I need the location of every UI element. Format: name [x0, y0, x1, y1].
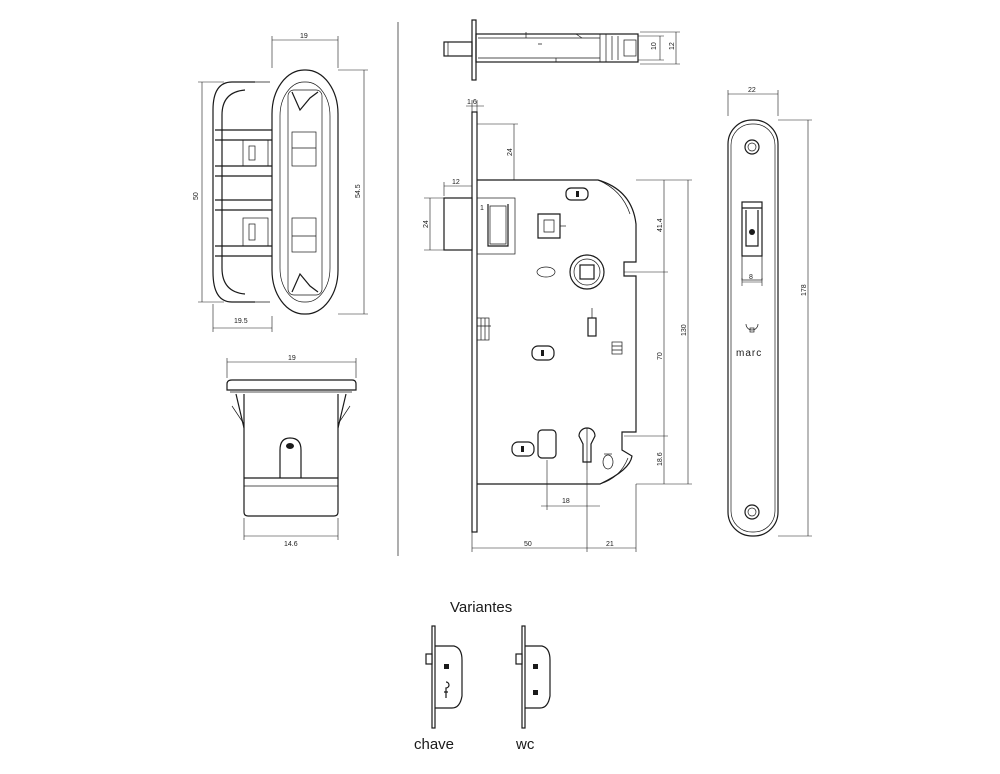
dim-square-size: 8	[749, 274, 753, 281]
variant-label-chave: chave	[414, 736, 454, 753]
dim-bolt-offset-top: 24	[507, 148, 514, 156]
dim-latch-bottom-base: 14.6	[284, 541, 298, 548]
dim-top-h2: 12	[669, 42, 676, 50]
variants-title: Variantes	[450, 599, 512, 616]
dim-backset: 50	[524, 541, 532, 548]
brand-logo-text: marc	[736, 348, 762, 359]
dim-faceplate-thickness: 1.6	[467, 99, 477, 106]
lock-top-view: 10 12	[443, 19, 680, 81]
dim-plate-width: 22	[748, 87, 756, 94]
dim-top-h1: 10	[651, 42, 658, 50]
latch-bottom-view: 19 14.6	[226, 355, 357, 548]
dim-latch-outer-height: 54.5	[355, 184, 362, 198]
dim-latch-bottom-width: 19	[288, 355, 296, 362]
dim-plate-height: 178	[801, 284, 808, 296]
dim-rear-width: 21	[606, 541, 614, 548]
dim-handle-offset: 41.4	[657, 218, 664, 232]
svg-text:1: 1	[480, 205, 484, 212]
latch-side-view: 19 50 54.5 19.5	[193, 33, 368, 332]
dim-latch-front-height: 50	[193, 192, 200, 200]
variant-chave: chave	[414, 625, 463, 753]
dim-body-height: 130	[681, 324, 688, 336]
dim-handle-to-key: 70	[657, 352, 664, 360]
dim-bolt-projection: 12	[452, 179, 460, 186]
dim-latch-front-width: 19	[300, 33, 308, 40]
faceplate-front-view: 22 8 marc 178	[727, 87, 812, 537]
dim-latch-depth: 19.5	[234, 318, 248, 325]
dim-key-spacing: 18	[562, 498, 570, 505]
variant-label-wc: wc	[515, 736, 535, 753]
dim-bolt-height: 24	[423, 220, 430, 228]
dim-key-to-bottom: 18.6	[657, 452, 664, 466]
variant-wc: wc	[515, 625, 551, 753]
lock-body-front-view: 1.6 24 1 12 24 130 41.4 70	[423, 99, 692, 552]
